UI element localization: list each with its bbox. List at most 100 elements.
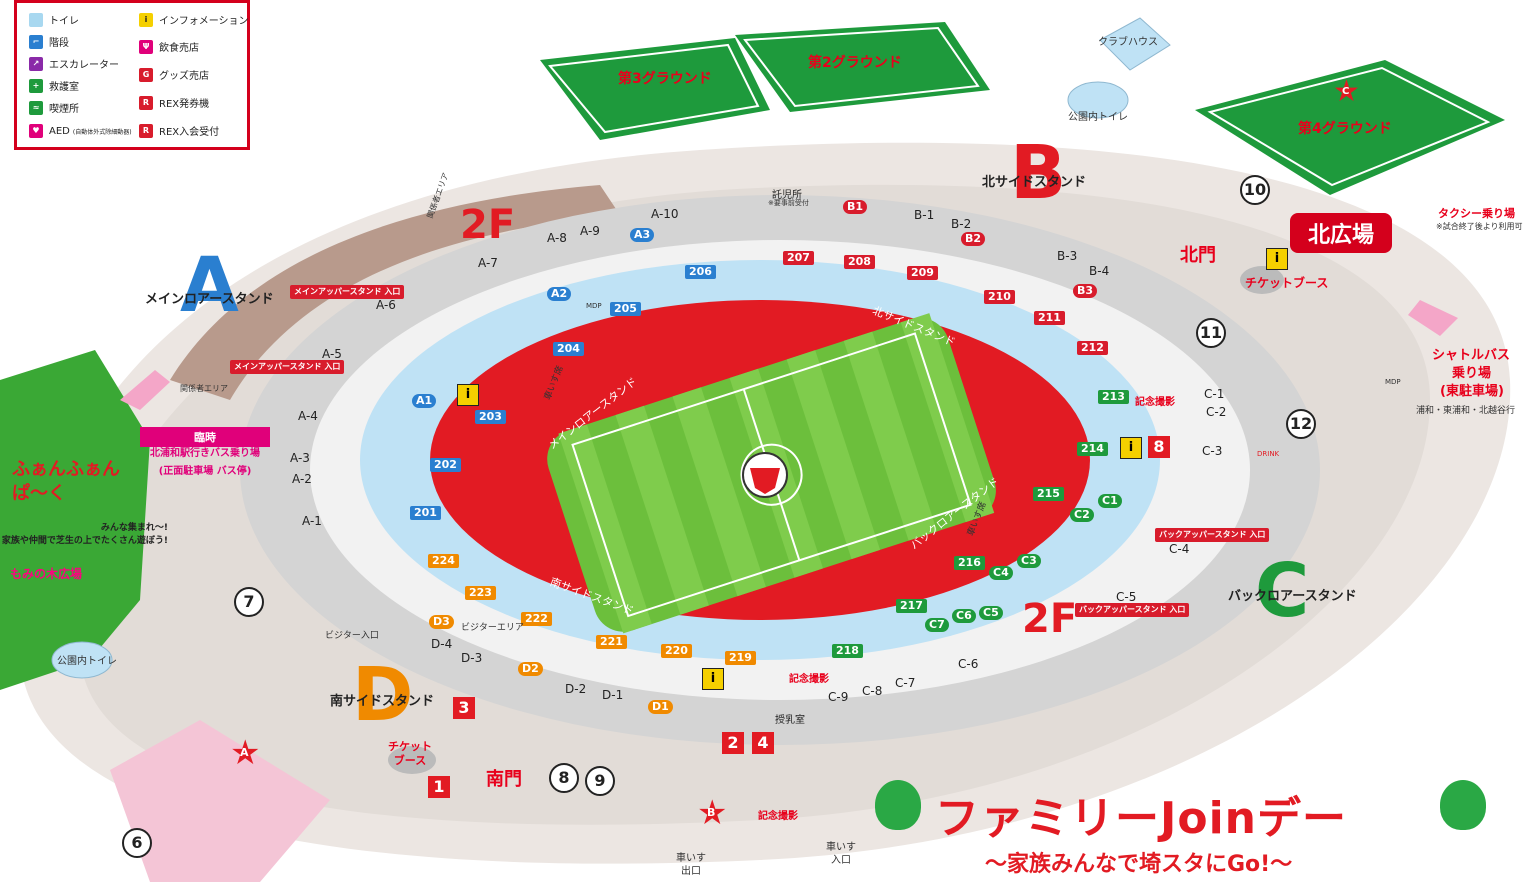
information-icon[interactable]: i (1120, 437, 1142, 459)
back-upper-entry-1[interactable]: バックアッパースタンド 入口 (1155, 528, 1270, 542)
entrance-d-4[interactable]: D-4 (431, 637, 453, 651)
gate-b2[interactable]: B2 (961, 232, 986, 246)
entrance-a-8[interactable]: A-8 (547, 231, 567, 245)
ticket-booth-north-shape (1240, 266, 1284, 294)
entrance-c-8[interactable]: C-8 (862, 684, 883, 698)
entrance-a-7[interactable]: A-7 (478, 256, 498, 270)
entrance-d-3[interactable]: D-3 (461, 651, 483, 665)
drink-label: DRINK (1257, 450, 1280, 458)
section-211[interactable]: 211 (1034, 311, 1065, 325)
section-222[interactable]: 222 (521, 612, 552, 626)
gate-b1[interactable]: B1 (843, 200, 868, 214)
section-218[interactable]: 218 (832, 644, 863, 658)
entrance-d-1[interactable]: D-1 (602, 688, 624, 702)
gate-a1[interactable]: A1 (412, 394, 437, 408)
entrance-c-1[interactable]: C-1 (1204, 387, 1225, 401)
section-217[interactable]: 217 (896, 599, 927, 613)
stand-letter-b: B (1010, 130, 1067, 216)
shuttle-label-1: シャトルバス (1432, 348, 1511, 363)
entrance-c-7[interactable]: C-7 (895, 676, 916, 690)
section-209[interactable]: 209 (907, 266, 938, 280)
entrance-b-1[interactable]: B-1 (914, 208, 935, 222)
ground4-label: 第4グラウンド (1298, 121, 1392, 137)
gate-d2[interactable]: D2 (518, 662, 543, 676)
marker-11[interactable]: 11 (1196, 318, 1226, 348)
information-icon[interactable]: i (457, 384, 479, 406)
rex-club-icon: R (139, 123, 153, 138)
section-201[interactable]: 201 (410, 506, 441, 520)
section-223[interactable]: 223 (465, 586, 496, 600)
gate-b3[interactable]: B3 (1073, 284, 1098, 298)
marker-9[interactable]: 9 (585, 766, 615, 796)
information-icon[interactable]: i (1266, 248, 1288, 270)
mascot-right-icon (1440, 780, 1486, 830)
entrance-c-4[interactable]: C-4 (1169, 542, 1190, 556)
entrance-a-3[interactable]: A-3 (290, 451, 310, 465)
section-214[interactable]: 214 (1077, 442, 1108, 456)
section-216[interactable]: 216 (954, 556, 985, 570)
marker-7[interactable]: 7 (234, 587, 264, 617)
entrance-c-3[interactable]: C-3 (1202, 444, 1223, 458)
entrance-a-5[interactable]: A-5 (322, 347, 342, 361)
gate-c1[interactable]: C1 (1098, 494, 1122, 508)
section-224[interactable]: 224 (428, 554, 459, 568)
entrance-d-2[interactable]: D-2 (565, 682, 587, 696)
section-205[interactable]: 205 (610, 302, 641, 316)
gate-c6[interactable]: C6 (952, 609, 976, 623)
entrance-c-9[interactable]: C-9 (828, 690, 849, 704)
gate-c2[interactable]: C2 (1070, 508, 1094, 522)
entrance-a-1[interactable]: A-1 (302, 514, 322, 528)
marker-8[interactable]: 8 (549, 763, 579, 793)
entrance-a-10[interactable]: A-10 (651, 207, 679, 221)
star-b-icon: ★ (697, 793, 728, 833)
gate-c5[interactable]: C5 (979, 606, 1003, 620)
gate-d3[interactable]: D3 (429, 615, 454, 629)
entrance-a-9[interactable]: A-9 (580, 224, 600, 238)
back-upper-entry-2[interactable]: バックアッパースタンド 入口 (1075, 603, 1190, 617)
main-upper-entry-1[interactable]: メインアッパースタンド 入口 (290, 285, 405, 299)
section-215[interactable]: 215 (1033, 487, 1064, 501)
entrance-b-4[interactable]: B-4 (1089, 264, 1110, 278)
section-219[interactable]: 219 (725, 651, 756, 665)
marker-4[interactable]: 4 (752, 732, 774, 754)
gate-a2[interactable]: A2 (547, 287, 572, 301)
section-212[interactable]: 212 (1077, 341, 1108, 355)
north-gate-label: 北門 (1180, 245, 1216, 266)
section-204[interactable]: 204 (553, 342, 584, 356)
marker-10[interactable]: 10 (1240, 175, 1270, 205)
section-202[interactable]: 202 (430, 458, 461, 472)
entrance-a-6[interactable]: A-6 (376, 298, 396, 312)
entrance-c-5[interactable]: C-5 (1116, 590, 1137, 604)
marker-3[interactable]: 3 (453, 697, 475, 719)
section-206[interactable]: 206 (685, 265, 716, 279)
section-221[interactable]: 221 (596, 635, 627, 649)
gate-d1[interactable]: D1 (648, 700, 673, 714)
section-213[interactable]: 213 (1098, 390, 1129, 404)
gate-c3[interactable]: C3 (1017, 554, 1041, 568)
section-210[interactable]: 210 (984, 290, 1015, 304)
section-220[interactable]: 220 (661, 644, 692, 658)
marker-12[interactable]: 12 (1286, 409, 1316, 439)
marker-6[interactable]: 6 (122, 828, 152, 858)
section-207[interactable]: 207 (783, 251, 814, 265)
main-upper-entry-2[interactable]: メインアッパースタンド 入口 (230, 360, 345, 374)
marker-1[interactable]: 1 (428, 776, 450, 798)
entrance-b-2[interactable]: B-2 (951, 217, 972, 231)
clubhouse-label: クラブハウス (1098, 37, 1158, 48)
section-208[interactable]: 208 (844, 255, 875, 269)
marker-2[interactable]: 2 (722, 732, 744, 754)
entrance-a-2[interactable]: A-2 (292, 472, 312, 486)
gate-c7[interactable]: C7 (925, 618, 949, 632)
entrance-a-4[interactable]: A-4 (298, 409, 318, 423)
section-203[interactable]: 203 (475, 410, 506, 424)
marker-8-red[interactable]: 8 (1148, 436, 1170, 458)
gate-c4[interactable]: C4 (989, 566, 1013, 580)
entrance-c-2[interactable]: C-2 (1206, 405, 1227, 419)
entrance-c-6[interactable]: C-6 (958, 657, 979, 671)
clubhouse-building (1099, 17, 1171, 71)
entrance-b-3[interactable]: B-3 (1057, 249, 1078, 263)
gate-a3[interactable]: A3 (630, 228, 655, 242)
information-icon[interactable]: i (702, 668, 724, 690)
